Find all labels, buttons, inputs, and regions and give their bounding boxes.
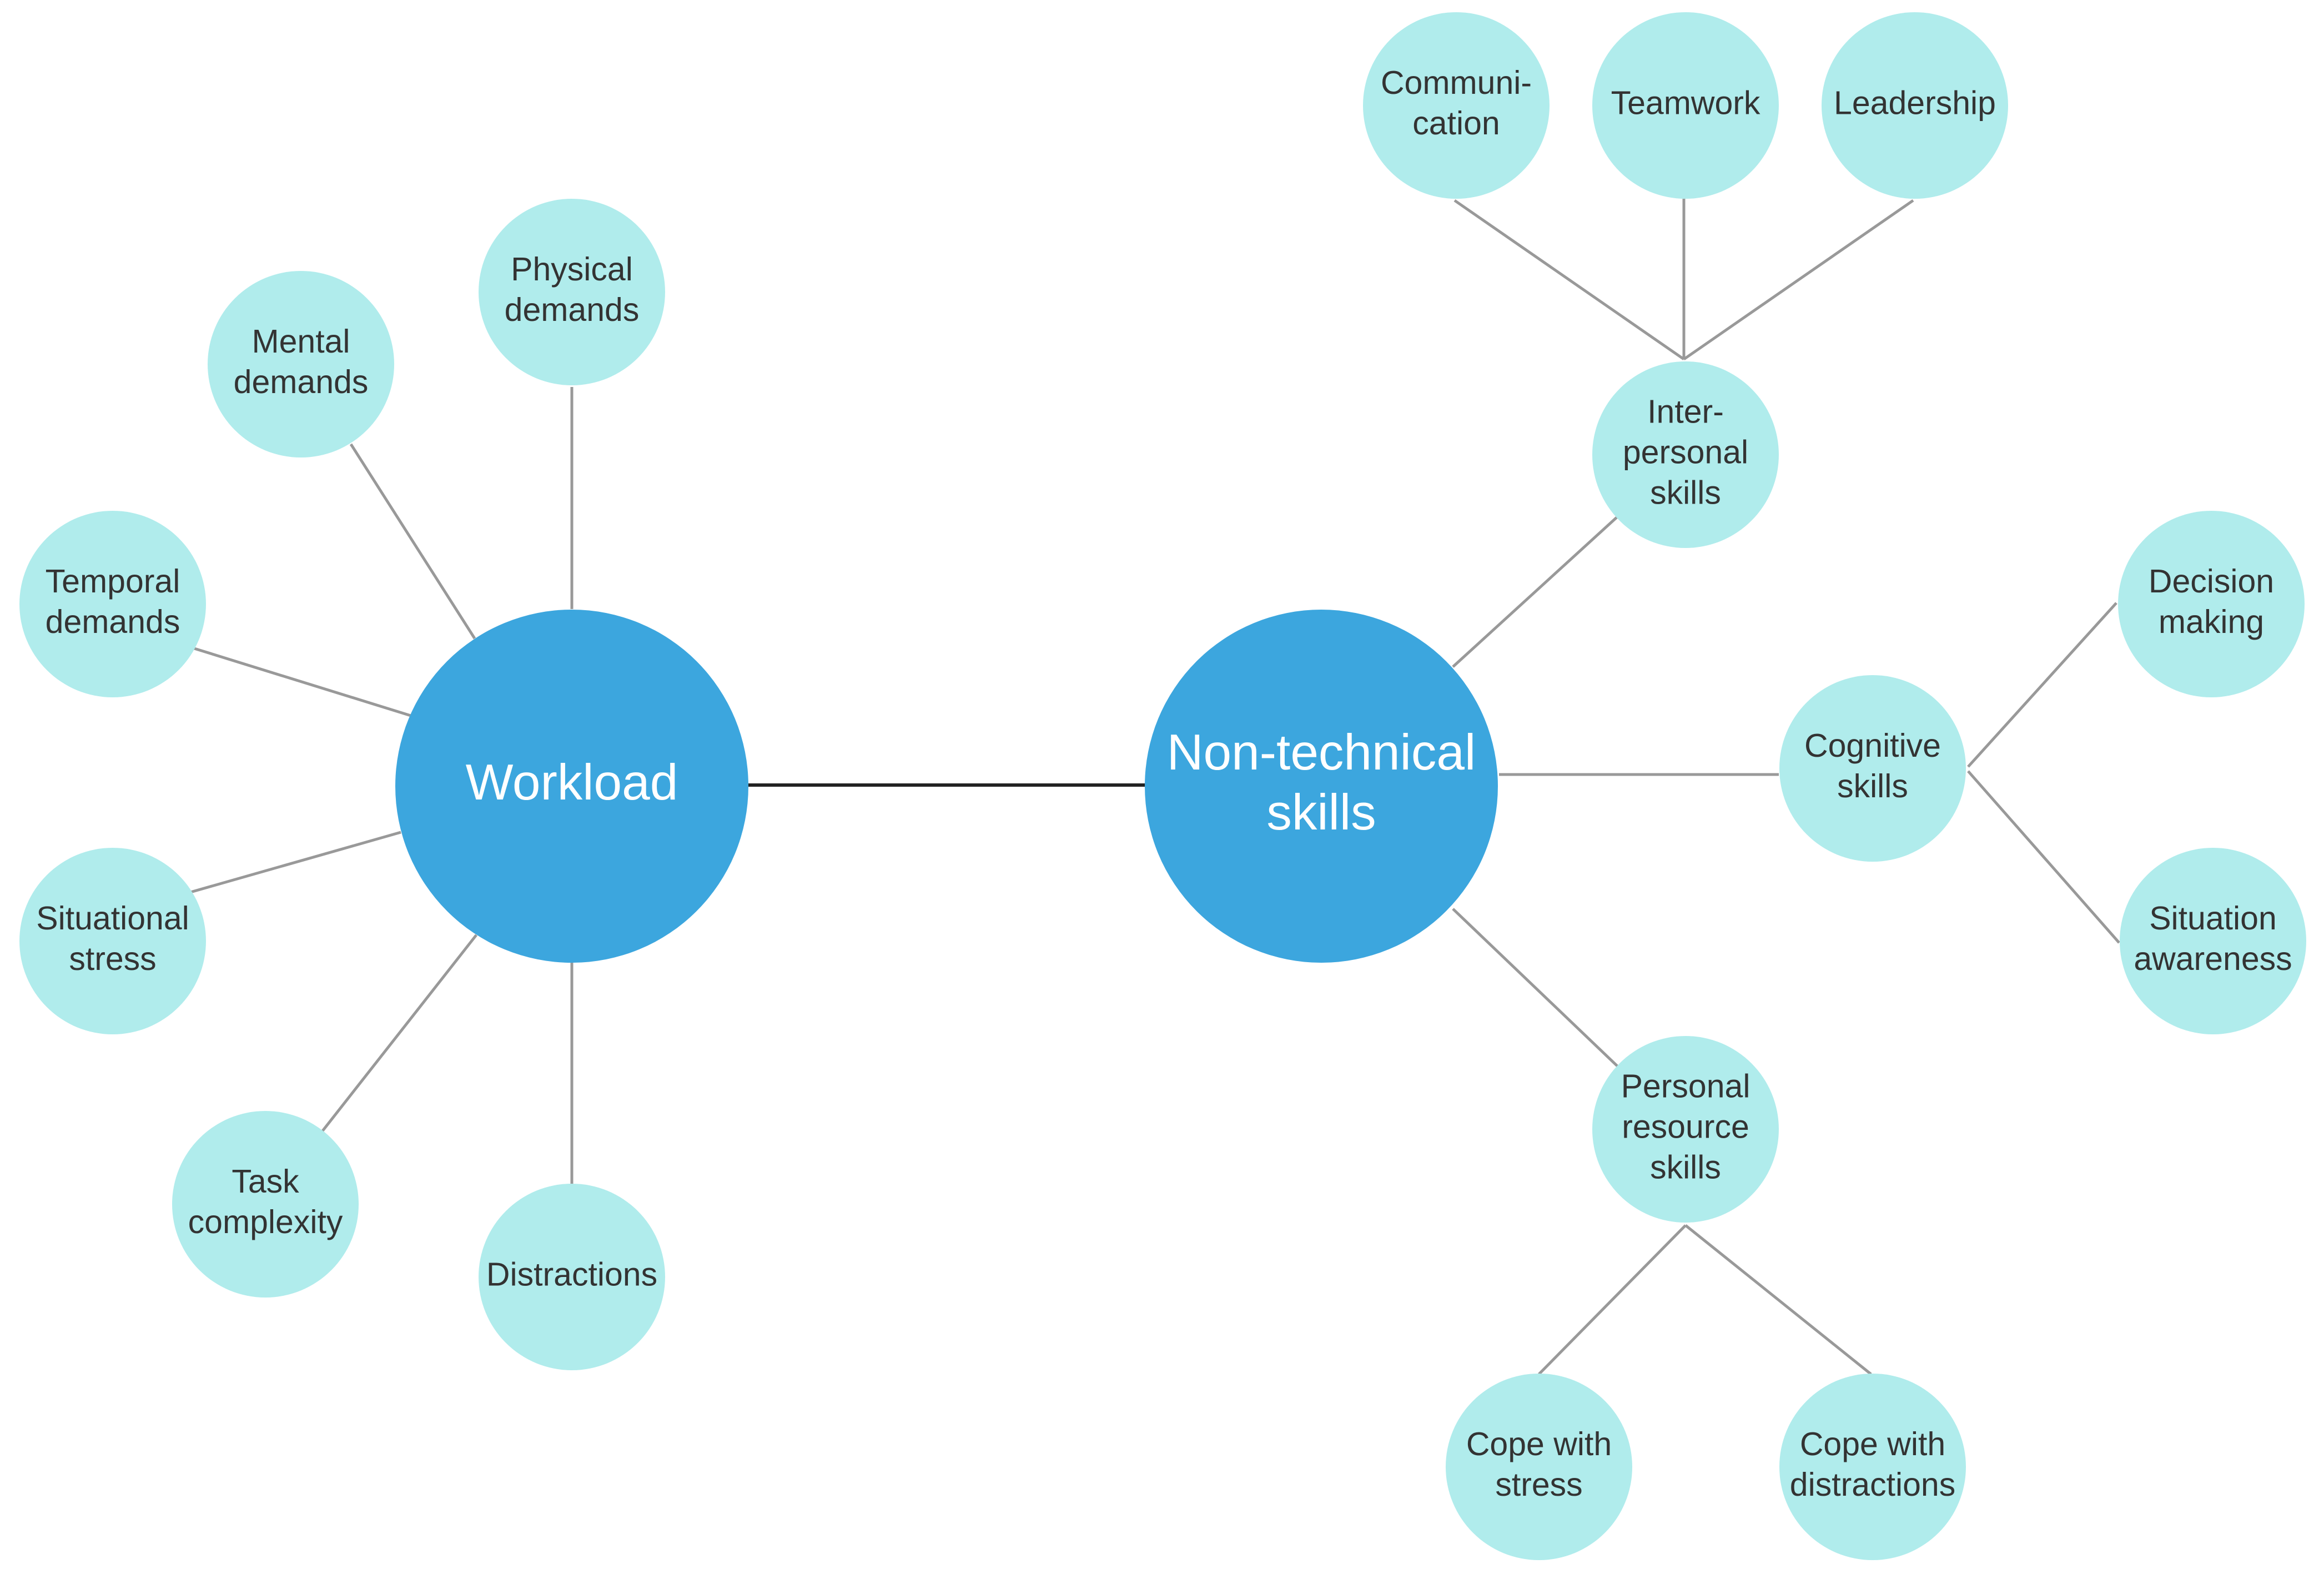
node-circle[interactable] — [2118, 511, 2305, 697]
node-circle[interactable] — [395, 610, 748, 963]
node-label-line: Task — [232, 1163, 299, 1200]
node-communication[interactable]: Communi-cation — [1363, 12, 1550, 199]
connector-interpersonal-leadership — [1683, 199, 1914, 361]
node-label-line: Leadership — [1834, 85, 1996, 122]
node-label-line: resource — [1622, 1109, 1749, 1145]
node-label-line: demands — [234, 364, 369, 400]
node-label-line: Decision — [2149, 563, 2274, 600]
node-personal-resource-skills[interactable]: Personal resource skills — [1592, 1036, 1779, 1223]
node-label-line: Workload — [466, 755, 678, 811]
node-temporal-demands[interactable]: Temporal demands — [19, 511, 206, 697]
node-label-line: Communi- — [1381, 64, 1532, 101]
connector-nontech-interpersonal — [1452, 516, 1618, 668]
node-circle[interactable] — [1592, 12, 1779, 199]
node-circle[interactable] — [1779, 1374, 1966, 1560]
node-situational-stress[interactable]: Situational stress — [19, 848, 206, 1034]
node-label-line: stress — [69, 941, 156, 977]
node-label-line: skills — [1650, 475, 1721, 511]
connector-interpersonal-communication — [1453, 199, 1685, 361]
node-label-line: making — [2159, 604, 2264, 640]
connector-personal-cope-stress — [1538, 1224, 1687, 1375]
node-circle[interactable] — [1592, 361, 1779, 548]
node-circle[interactable] — [479, 199, 665, 385]
node-decision-making[interactable]: Decision making — [2118, 511, 2305, 697]
node-label-line: personal — [1623, 434, 1748, 471]
node-label-line: awareness — [2134, 941, 2292, 977]
node-circle[interactable] — [172, 1111, 359, 1298]
connector-personal-cope-distractions — [1684, 1224, 1872, 1375]
node-task-complexity[interactable]: Task complexity — [172, 1111, 359, 1298]
node-circle[interactable] — [1446, 1374, 1632, 1560]
node-workload[interactable]: Workload — [395, 610, 748, 963]
node-situation-awareness[interactable]: Situation awareness — [2120, 848, 2306, 1034]
node-circle[interactable] — [1592, 1036, 1779, 1223]
node-interpersonal-skills[interactable]: Inter-personal skills — [1592, 361, 1779, 548]
node-label-line: cation — [1412, 105, 1500, 142]
node-label-line: Cognitive — [1804, 727, 1941, 764]
node-label-line: Distractions — [486, 1256, 657, 1293]
node-circle[interactable] — [1822, 12, 2008, 199]
node-label-line: Inter- — [1647, 394, 1724, 430]
node-circle[interactable] — [1779, 675, 1966, 862]
node-leadership[interactable]: Leadership — [1822, 12, 2008, 199]
node-label-line: Cope with — [1800, 1426, 1945, 1462]
node-label-line: Situational — [36, 900, 189, 937]
node-circle[interactable] — [2120, 848, 2306, 1034]
node-label-line: Situation — [2149, 900, 2277, 937]
node-label-line: Non-technical — [1167, 725, 1476, 781]
node-label-line: distractions — [1790, 1466, 1955, 1503]
node-circle[interactable] — [19, 511, 206, 697]
node-label-line: Mental — [251, 323, 350, 360]
node-label-line: complexity — [188, 1204, 343, 1240]
connector-workload-temporal — [194, 647, 411, 717]
node-cognitive-skills[interactable]: Cognitive skills — [1779, 675, 1966, 862]
node-label-line: Temporal — [46, 563, 180, 600]
node-mental-demands[interactable]: Mental demands — [208, 271, 394, 457]
node-cope-with-distractions[interactable]: Cope with distractions — [1779, 1374, 1966, 1560]
node-label-line: demands — [505, 291, 640, 328]
connector-nontech-personal — [1452, 908, 1618, 1067]
node-label-line: Physical — [511, 251, 633, 288]
node-circle[interactable] — [19, 848, 206, 1034]
connector-workload-task — [319, 934, 477, 1135]
node-cope-with-stress[interactable]: Cope with stress — [1446, 1374, 1632, 1560]
node-circle[interactable] — [1363, 12, 1550, 199]
connectors — [190, 199, 2120, 1375]
connector-workload-situational — [190, 831, 401, 894]
node-label-line: skills — [1266, 784, 1376, 841]
connector-workload-mental — [349, 443, 476, 640]
connector-cognitive-situation-awareness — [1967, 770, 2120, 944]
node-label-line: stress — [1495, 1466, 1582, 1503]
node-label-line: Cope with — [1466, 1426, 1612, 1462]
node-label-line: demands — [46, 604, 180, 640]
node-circle[interactable] — [479, 1184, 665, 1370]
connector-cognitive-decision — [1967, 602, 2117, 768]
node-teamwork[interactable]: Teamwork — [1592, 12, 1779, 199]
node-label-line: Personal — [1621, 1068, 1750, 1105]
node-label-line: skills — [1837, 768, 1908, 804]
node-label-line: skills — [1650, 1149, 1721, 1186]
node-label-line: Teamwork — [1611, 85, 1760, 122]
node-distractions[interactable]: Distractions — [479, 1184, 665, 1370]
node-circle[interactable] — [208, 271, 394, 457]
node-circle[interactable] — [1145, 610, 1498, 963]
